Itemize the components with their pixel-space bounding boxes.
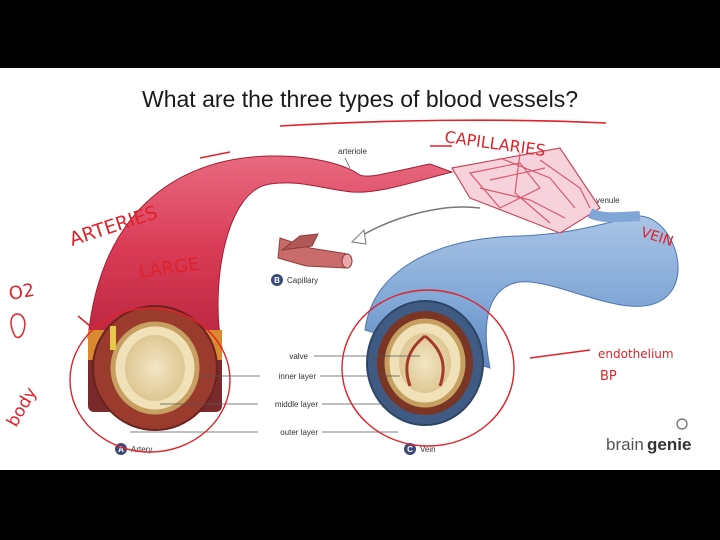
panel-capillary: B Capillary [271,274,318,286]
vein-cross-section [366,300,484,426]
braingenie-logo: brain genie [606,418,691,454]
ink-bp: BP [600,369,617,384]
ink-heart [10,313,26,339]
letterbox-top [0,0,720,68]
letterbox-bottom [0,470,720,540]
blood-vessel-diagram: valve inner layer middle layer outer lay… [3,119,691,455]
panel-capillary-name: Capillary [287,276,318,285]
label-middle-layer: middle layer [275,400,318,409]
label-valve: valve [289,352,308,361]
logo-brain: brain [606,435,644,454]
logo-bulb-icon [676,418,688,430]
magnify-arrow [357,206,481,239]
ink-artery-circle [69,307,231,453]
panel-artery: A Artery [115,443,152,455]
label-inner-layer: inner layer [279,372,317,381]
panel-vein-letter: C [407,445,413,454]
slide: What are the three types of blood vessel… [0,68,720,470]
title-underline [279,119,607,127]
venule [587,208,641,223]
panel-artery-name: Artery [131,445,152,454]
panel-capillary-letter: B [274,276,280,285]
leader-lines [130,157,420,433]
slide-title: What are the three types of blood vessel… [142,86,578,112]
logo-genie: genie [647,435,691,454]
panel-vein-name: Vein [420,445,436,454]
panel-artery-letter: A [118,445,124,454]
ink-o2: O2 [7,280,36,305]
label-venule: venule [596,196,620,205]
label-arteriole: arteriole [338,147,367,156]
ink-arrows [77,145,591,359]
capillary-closeup [277,233,353,269]
artery-vessel [87,155,454,349]
ink-endothelium: endothelium [598,347,674,361]
artery-cross-section [88,305,222,431]
ink-capillaries: CAPILLARIES [443,127,546,160]
ink-body: body [3,384,41,430]
capillary-bed [451,147,601,234]
panel-vein: C Vein [404,443,436,455]
magnify-arrowhead [350,228,367,245]
ink-vein-circle [341,289,515,447]
label-outer-layer: outer layer [280,428,318,437]
